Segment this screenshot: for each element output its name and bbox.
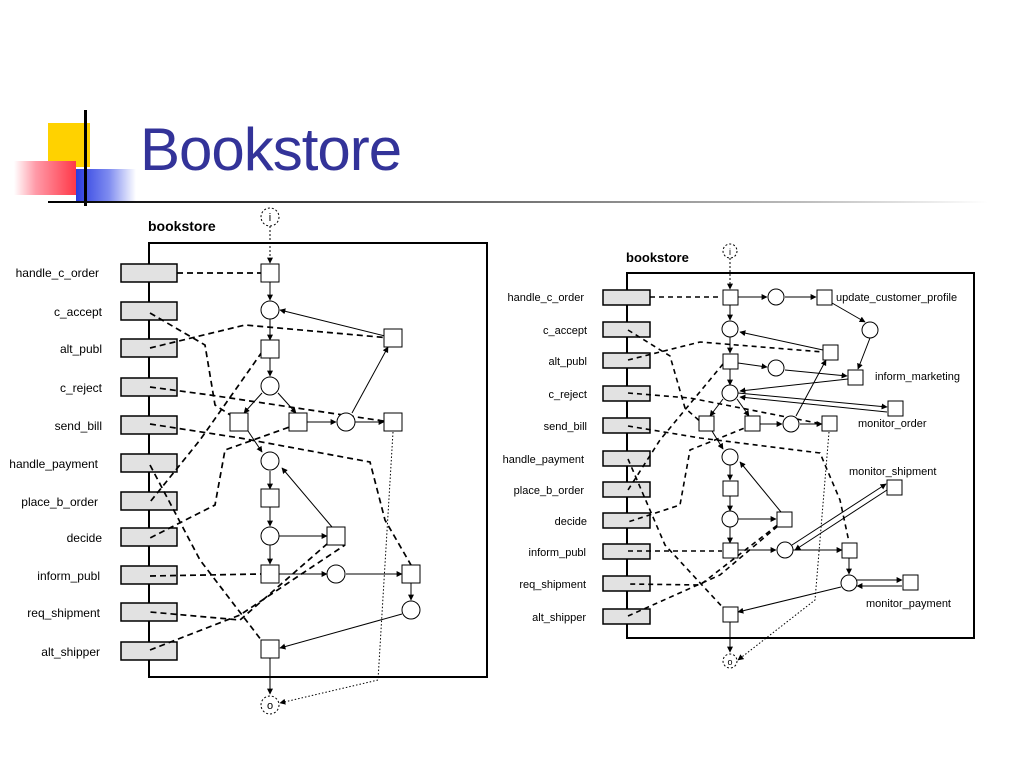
title-decoration-red (14, 161, 76, 195)
right-port-label-send_bill: send_bill (544, 421, 587, 433)
right-port-inform_publ (602, 543, 651, 560)
left-flow-arcs (243, 226, 414, 705)
right-transitions (698, 289, 858, 623)
ext-monitor-payment (902, 574, 919, 591)
right-port-label-handle_c_order: handle_c_order (508, 292, 585, 304)
title-underline-rule (48, 201, 988, 203)
slide-title: Bookstore (140, 116, 402, 183)
left-port-label-place_b_order: place_b_order (21, 495, 98, 509)
right-port-handle_c_order (602, 289, 651, 306)
left-port-alt_publ (120, 338, 178, 358)
left-port-c_reject (120, 377, 178, 397)
left-port-label-req_shipment: req_shipment (27, 606, 100, 620)
left-port-label-c_reject: c_reject (60, 381, 103, 395)
left-port-label-send_bill: send_bill (55, 419, 102, 433)
diagram-right: bookstore handle_c_order c_accept alt_pu… (503, 243, 975, 669)
title-decoration-yellow (48, 123, 90, 167)
right-port-handle_payment (602, 450, 651, 467)
left-port-label-alt_shipper: alt_shipper (41, 645, 100, 659)
right-port-label-inform_publ: inform_publ (529, 547, 586, 559)
right-port-place_b_order (602, 481, 651, 498)
diagram-left: bookstore handle_c_order c_accept alt_pu… (9, 207, 488, 715)
right-start-place (722, 243, 738, 259)
right-port-send_bill (602, 417, 651, 434)
ext-label-inform_marketing: inform_marketing (875, 371, 960, 383)
right-message-arcs (627, 296, 850, 617)
left-port-handle_payment (120, 453, 178, 473)
left-places (260, 300, 421, 620)
left-port-send_bill (120, 415, 178, 435)
left-end-place (260, 695, 280, 715)
right-port-alt_shipper (602, 608, 651, 625)
ext-label-update_customer_profile: update_customer_profile (836, 292, 957, 304)
title-decoration-vertical-rule (84, 110, 87, 206)
left-port-label-alt_publ: alt_publ (60, 342, 102, 356)
right-module-frame (626, 272, 975, 639)
right-end-label: o (727, 657, 732, 667)
right-port-label-alt_publ: alt_publ (548, 356, 587, 368)
left-port-label-handle_payment: handle_payment (9, 457, 98, 471)
left-module-title: bookstore (148, 218, 216, 234)
right-port-label-alt_shipper: alt_shipper (532, 612, 586, 624)
ext-inform-marketing (847, 369, 864, 386)
left-transitions (229, 263, 421, 659)
left-port-decide (120, 527, 178, 547)
right-port-label-decide: decide (555, 516, 587, 528)
left-port-label-handle_c_order: handle_c_order (16, 266, 99, 280)
right-ports (602, 289, 651, 625)
right-port-req_shipment (602, 575, 651, 592)
right-external-components: update_customer_profile inform_marketing… (816, 289, 960, 610)
left-end-label: o (267, 700, 273, 712)
right-module-title: bookstore (626, 250, 689, 265)
left-message-arcs (149, 272, 412, 651)
ext-label-monitor_order: monitor_order (858, 418, 927, 430)
ext-label-monitor_payment: monitor_payment (866, 598, 951, 610)
left-port-labels: handle_c_order c_accept alt_publ c_rejec… (9, 266, 102, 659)
left-port-c_accept (120, 301, 178, 321)
right-port-label-handle_payment: handle_payment (503, 454, 584, 466)
ext-label-monitor_shipment: monitor_shipment (849, 466, 936, 478)
left-port-label-decide: decide (67, 531, 103, 545)
left-port-req_shipment (120, 602, 178, 622)
left-port-alt_shipper (120, 641, 178, 661)
left-ports (120, 263, 178, 661)
left-port-label-c_accept: c_accept (54, 305, 103, 319)
right-port-alt_publ (602, 352, 651, 369)
right-port-c_reject (602, 385, 651, 402)
left-start-place (260, 207, 280, 227)
ext-update-customer-profile (816, 289, 833, 306)
right-flow-arcs (709, 258, 903, 661)
right-port-label-c_reject: c_reject (548, 389, 587, 401)
right-places (721, 288, 879, 592)
right-start-label: i (729, 247, 731, 257)
left-port-place_b_order (120, 491, 178, 511)
right-port-decide (602, 512, 651, 529)
right-port-label-c_accept: c_accept (543, 325, 587, 337)
left-start-label: i (269, 212, 271, 224)
ext-monitor-order (887, 400, 904, 417)
ext-monitor-shipment (886, 479, 903, 496)
left-port-label-inform_publ: inform_publ (37, 569, 100, 583)
left-port-inform_publ (120, 565, 178, 585)
right-port-label-req_shipment: req_shipment (519, 579, 586, 591)
right-end-place (722, 653, 738, 669)
left-port-handle_c_order (120, 263, 178, 283)
left-module-frame (148, 242, 488, 678)
right-port-labels: handle_c_order c_accept alt_publ c_rejec… (503, 292, 587, 624)
right-port-label-place_b_order: place_b_order (514, 485, 585, 497)
right-port-c_accept (602, 321, 651, 338)
